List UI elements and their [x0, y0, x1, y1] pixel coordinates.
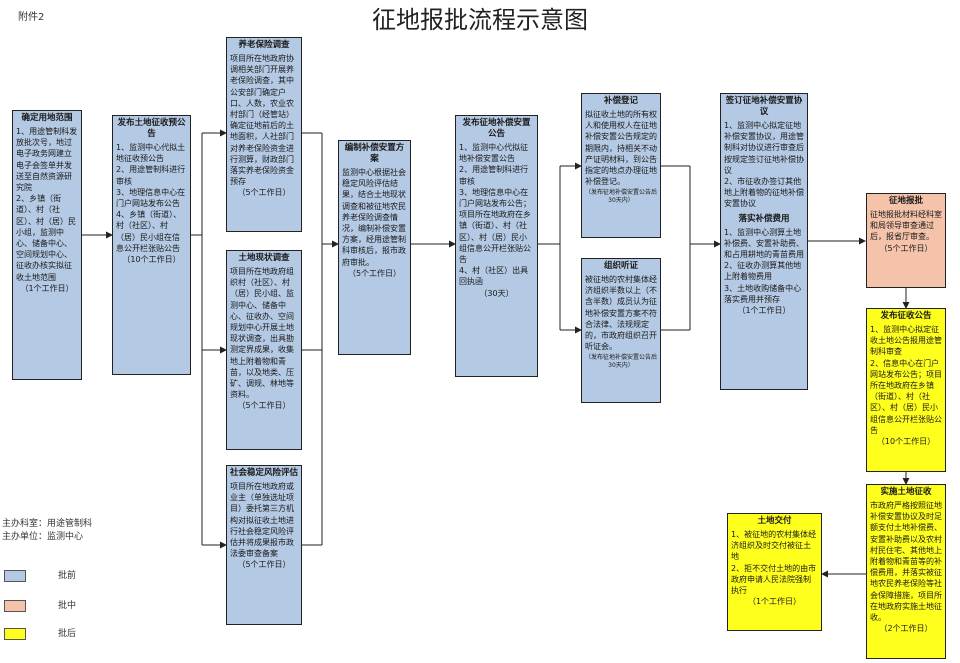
- legend-swatch-after: [4, 628, 26, 640]
- node-note: （发布征地补偿安置公告后30天内）: [585, 189, 658, 205]
- node-title: 征地报批: [888, 196, 923, 206]
- node-social-stability-assessment: 社会稳定风险评估 项目所在地政府或业主（单独选址项目）委托第三方机构对拟征收土地…: [226, 465, 302, 625]
- sponsor-unit: 主办单位：监测中心: [2, 532, 84, 542]
- node-title: 实施土地征收: [880, 487, 932, 497]
- node-expropriation-announcement: 发布征收公告 1、监测中心拟定征收土地公告报用途管制科审查 2、信息中心在门户网…: [866, 308, 946, 472]
- legend-swatch-before: [4, 570, 26, 582]
- legend-swatch-during: [4, 600, 26, 612]
- merge-to-agreement: [661, 165, 720, 331]
- node-land-status-survey: 土地现状调查 项目所在地政府组织村（社区）、村（居）民小组、监测中心、储备中心、…: [226, 250, 302, 450]
- node-body: 被征地的农村集体经济组织半数以上（不含半数）成员认为征地补偿安置方案不符合法律、…: [585, 275, 657, 352]
- node-body-funding: 1、监测中心测算土地补偿费、安置补助费、和占用耕地的青苗费用 2、征收办测算其他…: [724, 227, 804, 304]
- node-title: 签订征地补偿安置协议: [725, 96, 803, 117]
- node-duration: （1个工作日）: [20, 283, 74, 293]
- node-body: 1、监测中心代拟土地征收预公告 2、用途管制科进行审核 3、地理信息中心在门户网…: [116, 143, 186, 253]
- node-body: 监测中心根据社会稳定风险评估结果，结合土地现状调查和被征地农民养老保险调查情况，…: [342, 168, 406, 267]
- node-compensation-plan: 编制补偿安置方案 监测中心根据社会稳定风险评估结果，结合土地现状调查和被征地农民…: [338, 140, 411, 355]
- legend-label-before: 批前: [58, 571, 77, 581]
- node-duration: （5个工作日）: [237, 401, 291, 411]
- node-determine-land-range: 确定用地范围 1、用途管制科发放批次号，地过电子政务网建立电子会签单并发送至自然…: [12, 110, 82, 380]
- node-body: 1、监测中心代拟征地补偿安置公告 2、用途管制科进行审核 3、地理信息中心在门户…: [459, 143, 531, 287]
- node-body: 1、用途管制科发放批次号，地过电子政务网建立电子会签单并发送至自然资源研究院 2…: [16, 127, 78, 282]
- node-title: 养老保险调查: [238, 40, 290, 50]
- node-note: （发布征地补偿安置公告后30天内）: [585, 354, 658, 370]
- node-compensation-announcement: 发布征地补偿安置公告 1、监测中心代拟征地补偿安置公告 2、用途管制科进行审核 …: [455, 115, 538, 377]
- node-title: 补偿登记: [603, 96, 638, 106]
- node-body: 项目所在地政府组织村（社区）、村（居）民小组、监测中心、储备中心、征收办、空间规…: [230, 267, 294, 400]
- node-title: 确定用地范围: [21, 113, 73, 123]
- node-title: 社会稳定风险评估: [230, 468, 299, 478]
- node-body: 1、监测中心拟定征收土地公告报用途管制科审查 2、信息中心在门户网站发布公告；项…: [870, 325, 942, 435]
- node-duration: （10个工作日）: [876, 437, 936, 447]
- node-compensation-registration: 补偿登记 拟征收土地的所有权人和使用权人在征地补偿安置公告规定的期限内，持相关不…: [581, 93, 661, 238]
- node-duration: （5个工作日）: [237, 560, 291, 570]
- node-body: 项目所在地政府协调相关部门开展养老保险调查，其中公安部门确定户口、人数，农业农村…: [230, 54, 294, 187]
- node-expropriation-preannouncement: 发布土地征收预公告 1、监测中心代拟土地征收预公告 2、用途管制科进行审核 3、…: [112, 115, 191, 375]
- node-body: 项目所在地政府或业主（单独选址项目）委托第三方机构对拟征收土地进行社会稳定风险评…: [230, 482, 294, 559]
- node-title: 发布征地补偿安置公告: [462, 118, 531, 139]
- node-body: 1、被征地的农村集体经济组织及时交付被征土地 2、拒不交付土地的由市政府申请人民…: [731, 530, 817, 596]
- node-compensation-agreement: 签订征地补偿安置协议 1、监测中心拟定征地补偿安置协议，用途管制科对协议进行审查…: [720, 93, 808, 390]
- node-body: 市政府严格按照征地补偿安置协议及时足额支付土地补偿费、安置补助费以及农村村民住宅…: [870, 501, 942, 623]
- node-duration: （1个工作日）: [747, 597, 802, 607]
- node-duration: （5个工作日）: [347, 268, 402, 278]
- node-body: 拟征收土地的所有权人和使用权人在征地补偿安置公告规定的期限内，持相关不动产证明材…: [585, 110, 657, 187]
- node-body: 1、监测中心拟定征地补偿安置协议，用途管制科对协议进行审查后按规定签订征地补偿协…: [724, 121, 804, 209]
- node-title: 土地交付: [757, 516, 792, 526]
- node-pension-survey: 养老保险调查 项目所在地政府协调相关部门开展养老保险调查，其中公安部门确定户口、…: [226, 37, 302, 232]
- node-title: 土地现状调查: [238, 253, 290, 263]
- sponsor-department: 主办科室：用途管制科: [2, 519, 93, 529]
- legend-label-after: 批后: [58, 629, 77, 639]
- node-title: 发布土地征收预公告: [117, 118, 186, 139]
- node-title: 发布征收公告: [880, 311, 932, 321]
- node-duration: （2个工作日）: [879, 624, 933, 634]
- node-duration: （5个工作日）: [237, 188, 291, 198]
- branch-preannouncement-to-surveys: [191, 132, 226, 546]
- node-duration: （5个工作日）: [879, 243, 933, 253]
- node-duration: （10个工作日）: [122, 255, 181, 265]
- node-hearing: 组织听证 被征地的农村集体经济组织半数以上（不含半数）成员认为征地补偿安置方案不…: [581, 258, 661, 403]
- node-land-handover: 土地交付 1、被征地的农村集体经济组织及时交付被征土地 2、拒不交付土地的由市政…: [727, 513, 822, 631]
- node-title: 组织听证: [603, 261, 638, 271]
- node-title: 编制补偿安置方案: [344, 143, 405, 164]
- node-duration: （1个工作日）: [737, 306, 791, 316]
- node-implement-expropriation: 实施土地征收 市政府严格按照征地补偿安置协议及时足额支付土地补偿费、安置补助费以…: [866, 484, 946, 659]
- legend-label-during: 批中: [58, 601, 77, 611]
- node-title-funding: 落实补偿费用: [738, 213, 790, 224]
- node-land-submission: 征地报批 征地报批材料经科室和局领导审查通过后，报省厅审查。 （5个工作日）: [866, 193, 946, 288]
- attachment-label: 附件2: [18, 12, 45, 23]
- node-duration: （30天）: [479, 288, 514, 298]
- merge-surveys-to-plan: [302, 132, 338, 546]
- page-title: 征地报批流程示意图: [372, 6, 588, 34]
- branch-announcement-to-registration-hearing: [538, 165, 581, 331]
- node-body: 征地报批材料经科室和局领导审查通过后，报省厅审查。: [870, 210, 942, 242]
